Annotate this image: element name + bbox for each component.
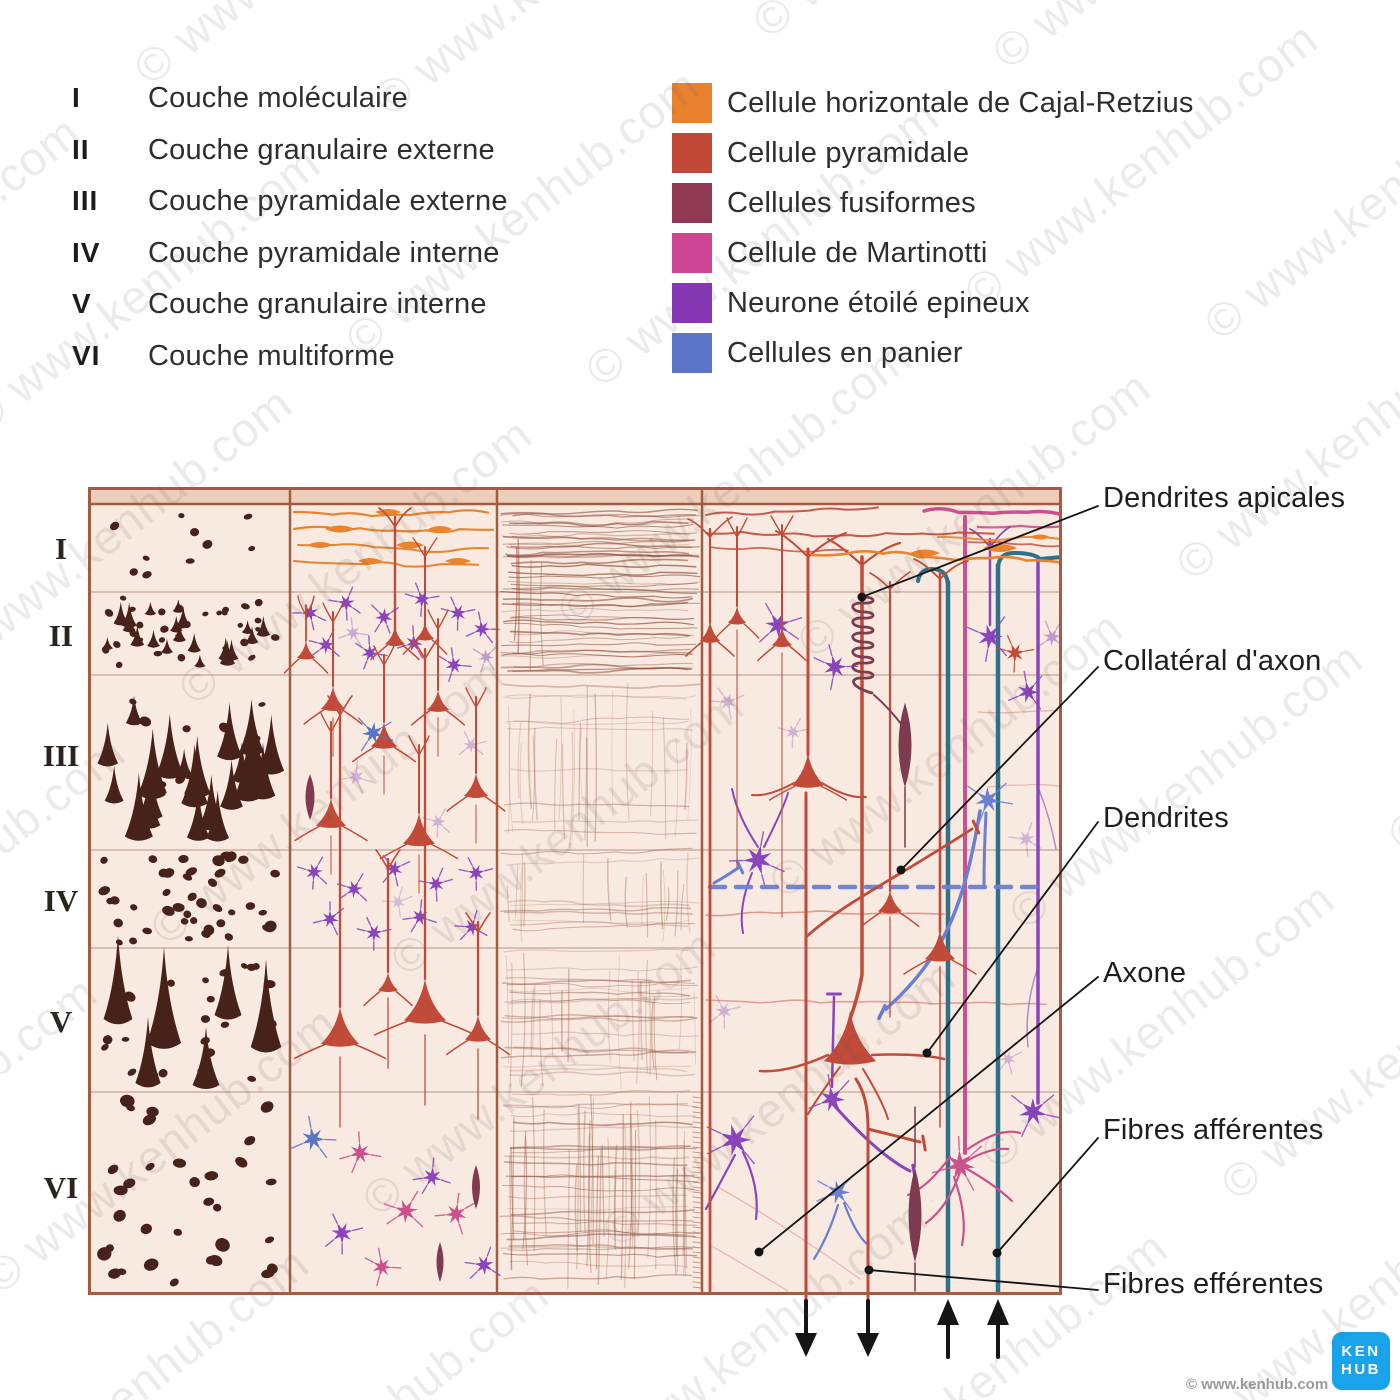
- legend-swatch: [672, 283, 712, 323]
- layer-numeral: VI: [72, 340, 101, 371]
- annotation-collateral-axon: Collatéral d'axon: [1103, 645, 1322, 677]
- diagram-layer-numeral-4: IV: [43, 883, 79, 918]
- legend-label: Cellule de Martinotti: [727, 236, 988, 269]
- layer-label: Couche granulaire interne: [148, 287, 487, 320]
- layer-list-item: V Couche granulaire interne: [72, 284, 487, 324]
- diagram-layer-numeral-2: II: [48, 618, 74, 653]
- diagram-layer-numeral-5: V: [49, 1004, 73, 1039]
- legend-swatch: [672, 333, 712, 373]
- legend-item: Neurone étoilé epineux: [672, 283, 1030, 323]
- layer-list-item: I Couche moléculaire: [72, 78, 408, 118]
- copyright-text: © www.kenhub.com: [1186, 1376, 1329, 1393]
- layer-list-item: VI Couche multiforme: [72, 336, 395, 376]
- diagram-layer-numeral-1: I: [54, 531, 68, 566]
- layer-list-item: III Couche pyramidale externe: [72, 181, 508, 221]
- kenhub-logo[interactable]: KEN HUB: [1332, 1332, 1390, 1390]
- cortex-histology-diagram: [88, 487, 1062, 1359]
- layer-numeral: IV: [72, 237, 101, 268]
- annotation-fibres-afferentes: Fibres afférentes: [1103, 1114, 1324, 1146]
- layer-label: Couche multiforme: [148, 339, 395, 372]
- layer-numeral: II: [72, 134, 90, 165]
- layer-label: Couche pyramidale interne: [148, 236, 500, 269]
- layer-label: Couche granulaire externe: [148, 133, 495, 166]
- legend-label: Neurone étoilé epineux: [727, 286, 1030, 319]
- layer-label: Couche moléculaire: [148, 81, 408, 114]
- diagram-layer-numeral-6: VI: [43, 1170, 79, 1205]
- legend-swatch: [672, 233, 712, 273]
- legend-swatch: [672, 183, 712, 223]
- legend-item: Cellules fusiformes: [672, 183, 976, 223]
- legend-label: Cellule horizontale de Cajal-Retzius: [727, 86, 1194, 119]
- layer-list-item: IV Couche pyramidale interne: [72, 233, 500, 273]
- legend-item: Cellule horizontale de Cajal-Retzius: [672, 83, 1194, 123]
- legend-swatch: [672, 133, 712, 173]
- annotation-fibres-efferentes: Fibres efférentes: [1103, 1268, 1324, 1300]
- annotation-dendrites: Dendrites: [1103, 802, 1229, 834]
- legend-item: Cellules en panier: [672, 333, 963, 373]
- layer-label: Couche pyramidale externe: [148, 184, 508, 217]
- legend-label: Cellules en panier: [727, 336, 963, 369]
- layer-numeral: V: [72, 288, 92, 319]
- legend-item: Cellule de Martinotti: [672, 233, 988, 273]
- annotation-axone: Axone: [1103, 957, 1187, 989]
- diagram-layer-numeral-3: III: [42, 738, 80, 773]
- annotation-dendrites-apicales: Dendrites apicales: [1103, 482, 1346, 514]
- legend-label: Cellule pyramidale: [727, 136, 970, 169]
- layer-numeral: I: [72, 82, 81, 113]
- logo-line-2: HUB: [1341, 1361, 1381, 1378]
- layer-list-item: II Couche granulaire externe: [72, 130, 495, 170]
- legend-label: Cellules fusiformes: [727, 186, 976, 219]
- layer-numeral: III: [72, 185, 99, 216]
- legend-item: Cellule pyramidale: [672, 133, 969, 173]
- logo-line-1: KEN: [1341, 1343, 1381, 1360]
- legend-swatch: [672, 83, 712, 123]
